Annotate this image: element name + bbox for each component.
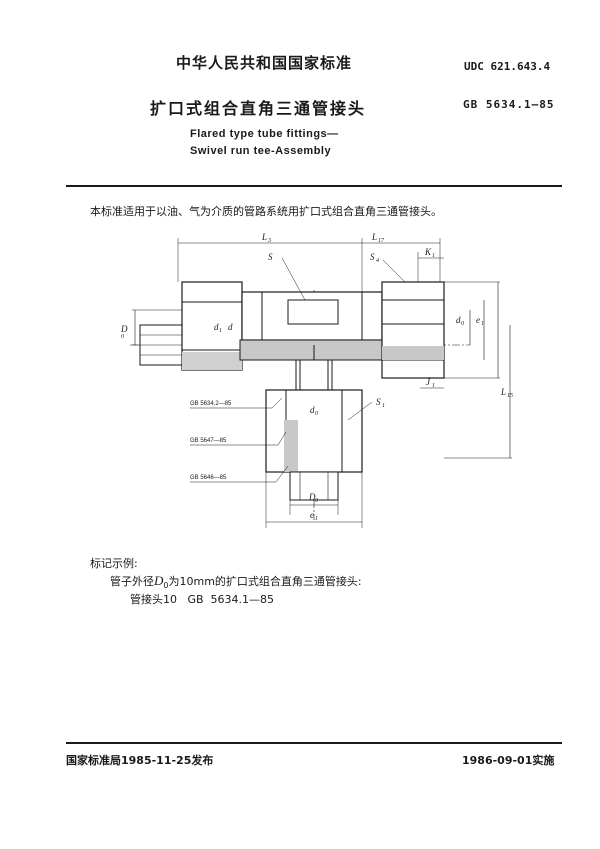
dim-k1-sub: 1: [432, 253, 435, 259]
label-s4-sub: 4: [376, 257, 379, 264]
label-s1: S: [376, 397, 381, 407]
header-divider: [66, 185, 562, 187]
dim-l3-sub: 3: [267, 238, 271, 244]
dim-e1-right-sub: 1: [481, 321, 484, 327]
example-line1-post: 为10mm的扩口式组合直角三通管接头:: [168, 575, 362, 588]
dim-l3: L: [261, 232, 267, 242]
callout-gb-5646: GB 5646—85: [190, 475, 227, 481]
standard-title-cn: 扩口式组合直角三通管接头: [150, 99, 367, 118]
issue-date: 国家标准局1985-11-25发布: [66, 754, 214, 767]
scope-paragraph: 本标准适用于以油、气为介质的管路系统用扩口式组合直角三通管接头。: [90, 205, 442, 218]
drawing-labels: L 3 L 17 K 1 S S 4 S 1 D 0 d 1 d d 0 d 0…: [120, 232, 513, 522]
example-symbol: D: [154, 573, 164, 588]
dim-e1-bottom: e: [310, 510, 314, 520]
dim-j1-sub: 1: [432, 383, 435, 389]
issuing-authority: 中华人民共和国国家标准: [176, 54, 353, 72]
dim-d0-right-sub: 0: [461, 321, 464, 327]
dim-j1: J: [426, 377, 431, 387]
dim-l15-sub: 15: [507, 393, 513, 399]
example-marking: 管接头10 GB 5634.1—85: [130, 593, 275, 606]
callout-gb-5647: GB 5647—85: [190, 438, 227, 444]
dim-d0-right: d: [456, 315, 461, 325]
footer-divider: [66, 742, 562, 744]
standard-title-en-line2: Swivel run tee-Assembly: [190, 145, 332, 157]
example-heading: 标记示例:: [90, 557, 138, 570]
drawing-geometry: [130, 238, 512, 528]
dim-e1-bottom-sub: 1: [315, 516, 318, 522]
dim-l15: L: [500, 387, 506, 397]
udc-number: UDC 621.643.4: [464, 60, 551, 73]
dim-d-left: d: [228, 322, 233, 332]
label-s1-sub: 1: [382, 403, 385, 409]
standard-title-en-line1: Flared type tube fittings—: [190, 128, 339, 140]
dim-d0-bottom-sub: 0: [315, 498, 318, 504]
dim-l17-sub: 17: [378, 238, 385, 244]
dim-d1-left: d: [214, 322, 219, 332]
example-description: 管子外径D0为10mm的扩口式组合直角三通管接头:: [110, 573, 362, 590]
label-s4: S: [370, 252, 375, 262]
dim-k1: K: [424, 247, 432, 257]
dim-d0-left-sub: 0: [121, 334, 124, 340]
dim-d0-left: D: [120, 324, 128, 334]
label-s: S: [268, 252, 273, 262]
dim-d0-center-sub: 0: [315, 411, 318, 417]
dim-d0-center: d: [310, 405, 315, 415]
example-symbol-sub: 0: [163, 581, 169, 591]
standard-number: GB 5634.1—85: [463, 98, 555, 111]
dim-d1-left-sub: 1: [219, 328, 222, 334]
dim-l17: L: [371, 232, 377, 242]
example-line1-pre: 管子外径: [110, 575, 154, 588]
dim-d0-bottom: D: [308, 492, 316, 502]
dim-e1-right: e: [476, 315, 480, 325]
effective-date: 1986-09-01实施: [462, 754, 555, 767]
callout-gb-5634-2: GB 5634.2—85: [190, 401, 232, 407]
